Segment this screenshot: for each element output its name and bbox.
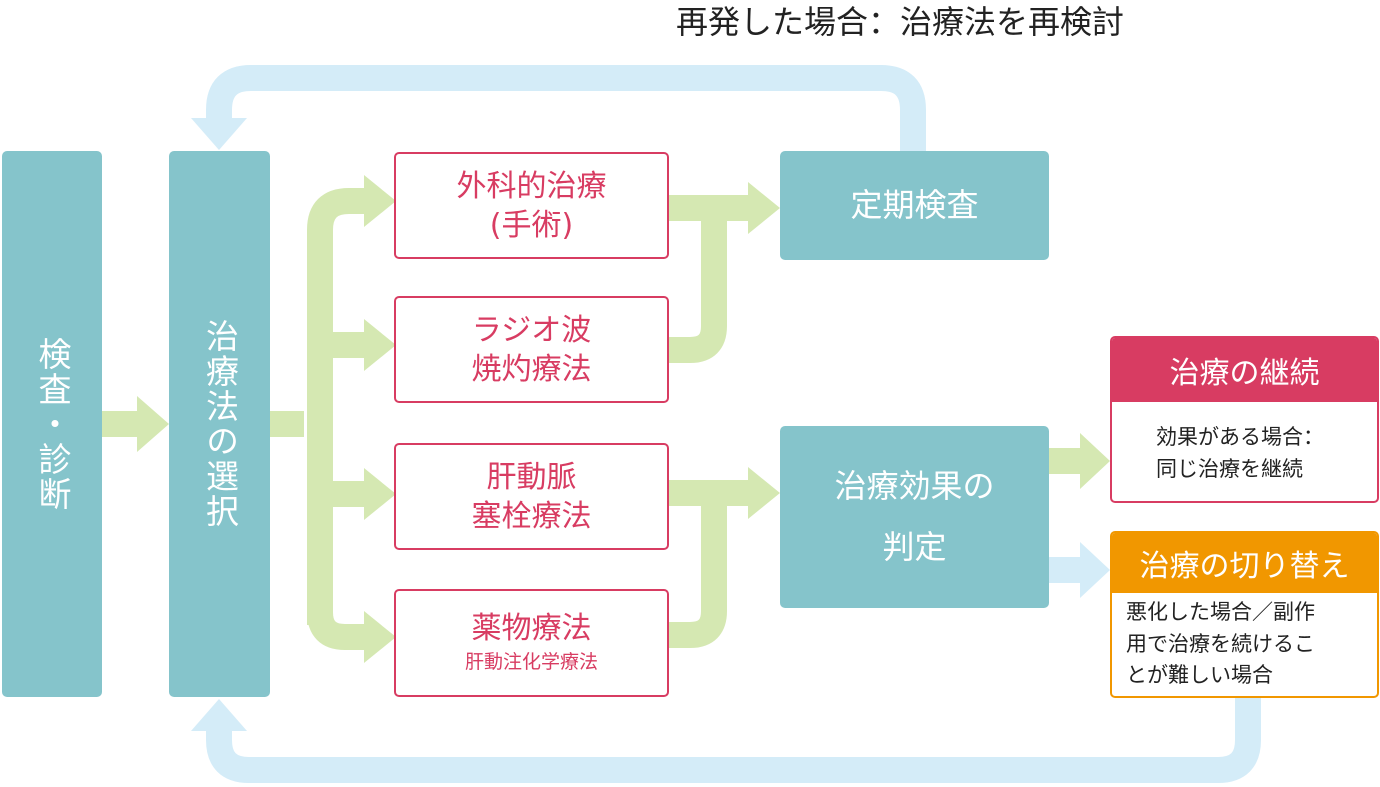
branch-arrows xyxy=(270,175,396,663)
tace-line1: 肝動脈 xyxy=(486,459,577,495)
judge-to-continue-arrow xyxy=(1049,433,1110,489)
drug-therapy-sub: 肝動注化学療法 xyxy=(464,651,598,674)
checkup-box: 定期検査 xyxy=(780,151,1049,260)
continue-treatment-box: 治療の継続 効果がある場合： 同じ治療を継続 xyxy=(1110,336,1379,503)
checkup-label: 定期検査 xyxy=(850,186,979,225)
judge-line1: 治療効果の xyxy=(834,467,995,506)
exam-diagnosis-label: 検査・診断 xyxy=(33,336,72,512)
switch-line1: 悪化した場合／副作 xyxy=(1126,600,1315,624)
rfa-line2: 焼灼療法 xyxy=(471,351,592,387)
merge-to-checkup-arrow xyxy=(669,182,780,363)
rfa-line1: ラジオ波 xyxy=(471,312,592,348)
switch-treatment-box: 治療の切り替え 悪化した場合／副作 用で治療を続けるこ とが難しい場合 xyxy=(1110,531,1379,698)
switch-description: 悪化した場合／副作 用で治療を続けるこ とが難しい場合 xyxy=(1112,593,1377,692)
judge-to-switch-arrow xyxy=(1049,542,1110,598)
surgery-line2: (手術) xyxy=(489,207,574,243)
exam-to-select-arrow xyxy=(101,396,169,452)
effect-judgment-box: 治療効果の 判定 xyxy=(780,426,1049,608)
switch-title: 治療の切り替え xyxy=(1112,533,1377,593)
surgery-line1: 外科的治療 xyxy=(456,168,607,204)
exam-diagnosis-box: 検査・診断 xyxy=(2,151,102,697)
switch-line2: 用で治療を続けるこ xyxy=(1126,631,1315,656)
continue-description: 効果がある場合： 同じ治療を継続 xyxy=(1112,402,1377,485)
switch-loop-arrow xyxy=(191,698,1261,783)
continue-line1: 効果がある場合： xyxy=(1156,425,1324,449)
drug-therapy-box: 薬物療法 肝動注化学療法 xyxy=(394,589,669,697)
surgery-box: 外科的治療 (手術) xyxy=(394,152,669,259)
continue-title: 治療の継続 xyxy=(1112,338,1377,402)
judge-line2: 判定 xyxy=(882,528,947,566)
treatment-selection-box: 治療法の選択 xyxy=(169,151,270,697)
tace-box: 肝動脈 塞栓療法 xyxy=(394,443,669,550)
drug-therapy-line1: 薬物療法 xyxy=(471,611,592,647)
merge-to-judge-arrow xyxy=(669,467,780,648)
recurrence-title: 再発した場合：治療法を再検討 xyxy=(675,3,1124,41)
continue-line2: 同じ治療を継続 xyxy=(1156,456,1303,481)
treatment-selection-label: 治療法の選択 xyxy=(200,319,240,529)
rfa-box: ラジオ波 焼灼療法 xyxy=(394,296,669,403)
tace-line2: 塞栓療法 xyxy=(471,498,592,534)
recurrence-loop-arrow xyxy=(191,65,926,152)
switch-line3: とが難しい場合 xyxy=(1126,663,1273,687)
